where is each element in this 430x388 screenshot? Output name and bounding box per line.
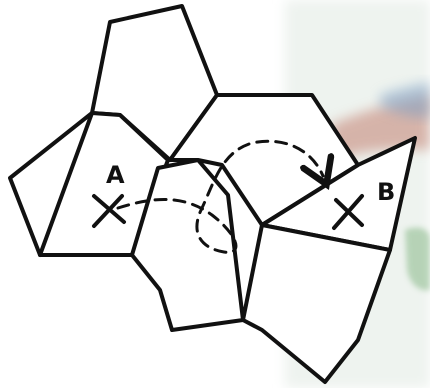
point-b-label: B [377, 178, 395, 206]
point-a-label: A [106, 161, 125, 189]
